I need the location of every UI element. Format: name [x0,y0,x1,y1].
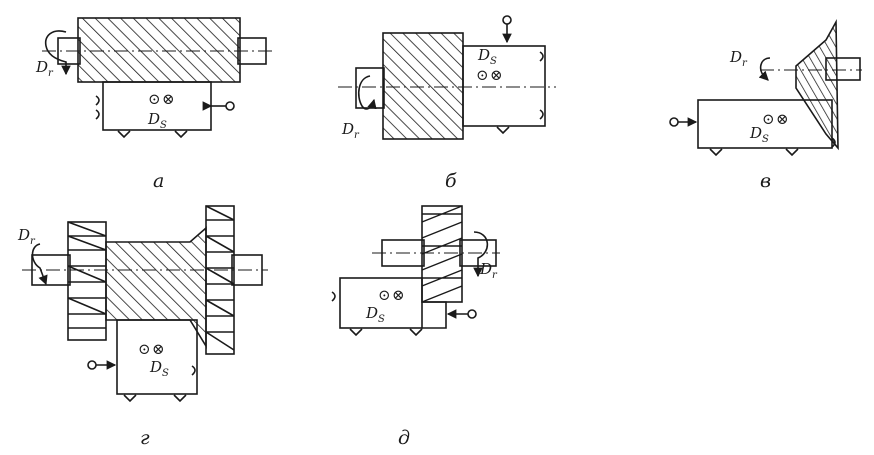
rotation-arrow-icon [473,231,489,278]
feed-cross-icon: ⊗ [162,90,175,108]
hatched-cutter [105,226,207,349]
feed-dot-icon: ⊙ [148,90,161,108]
gear-teeth-left [68,235,106,329]
hatched-cutter [421,205,463,303]
support-mark-icon [123,394,187,403]
workpiece-table [116,319,198,395]
caption-v: в [760,170,771,192]
rotation-arrow-icon [31,243,48,286]
feed-label-v: DS [749,124,769,145]
support-mark-icon [331,291,336,302]
scheme-d [331,205,500,337]
gear-teeth-left-hatch [67,221,107,315]
feed-dot-icon: ⊙ [762,110,775,128]
gear-cutter-left [67,221,107,341]
feed-cross-icon: ⊗ [490,66,503,84]
feed-dot-icon: ⊙ [378,286,391,304]
scheme-b [338,15,556,140]
rotation-label-g: Dr [17,226,36,247]
clamp-pin-icon [225,101,235,111]
rotation-arrow-icon [357,75,377,110]
workpiece-table [697,99,833,149]
caption-d: д [398,427,410,449]
rotation-arrow-icon [758,57,771,81]
feed-label-a: DS [147,110,167,131]
feed-cross-icon: ⊗ [776,110,789,128]
support-mark-icon [349,328,423,337]
feed-dot-icon: ⊙ [138,340,151,358]
support-mark-icon [831,137,836,148]
support-mark-icon [117,130,188,139]
gear-teeth-right [206,219,234,333]
support-mark-icon [191,365,196,376]
caption-g: г [140,427,150,449]
feed-label-d: DS [365,304,385,325]
hatched-cutter [382,32,464,140]
rotation-label-a: Dr [35,58,54,79]
feed-cross-icon: ⊗ [392,286,405,304]
support-mark-icon [709,148,799,157]
clamp-pin-icon [502,15,512,25]
gear-cutter-right [205,205,235,355]
caption-b: б [445,170,457,192]
workpiece-table [462,45,546,127]
scheme-a [42,17,272,139]
feed-dot-icon: ⊙ [476,66,489,84]
rotation-label-d: Dr [479,260,498,281]
workpiece-table [339,277,423,329]
support-mark-icon [95,95,100,120]
clamp-pin-icon [87,360,97,370]
scheme-v [669,18,862,157]
hatched-cutter [795,18,839,151]
table-step [422,301,447,329]
caption-a: а [153,170,164,192]
support-mark-icon [539,51,544,120]
clamp-pin-icon [669,117,679,127]
rotation-label-b: Dr [341,120,360,141]
rotation-arrow-icon [44,30,71,76]
scheme-g [22,205,268,403]
feed-cross-icon: ⊗ [152,340,165,358]
clamp-pin-icon [467,309,477,319]
rotation-label-v: Dr [729,48,748,69]
feed-label-b: DS [477,46,497,67]
hatched-cutter [77,17,241,83]
support-mark-icon [496,126,510,135]
feed-label-g: DS [149,358,169,379]
gear-teeth-right-hatch [205,205,235,351]
helical-teeth [421,205,463,303]
